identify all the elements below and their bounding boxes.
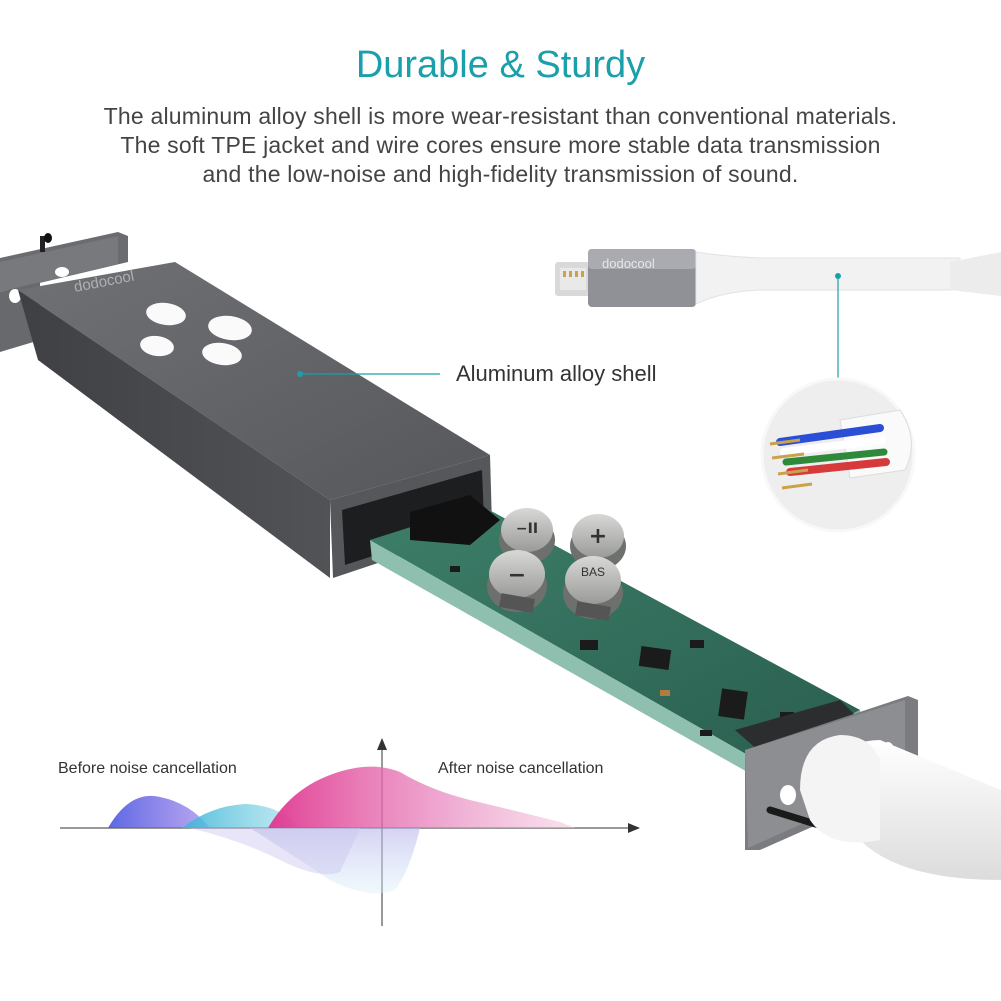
shell-callout-label: Aluminum alloy shell: [456, 361, 657, 386]
wire-callout-dot: [835, 273, 841, 279]
play-pause-icon: −II: [516, 521, 538, 537]
after-noise-label: After noise cancellation: [438, 760, 604, 777]
lightning-cable: [555, 249, 1001, 307]
bass-label: BAS: [581, 565, 605, 579]
description-line-2: The soft TPE jacket and wire cores ensur…: [120, 132, 881, 158]
volume-down-label: −: [508, 563, 526, 588]
pcb-buttons: [487, 508, 626, 621]
wave-low-lobe-2: [190, 828, 360, 875]
volume-up-label: +: [589, 524, 607, 549]
wave-before-blue: [108, 795, 210, 828]
wire-core-magnifier: [760, 377, 916, 533]
page-title: Durable & Sturdy: [355, 44, 646, 86]
noise-x-arrow: [628, 823, 640, 833]
noise-y-arrow: [377, 738, 387, 750]
front-end-plate: [745, 696, 1001, 880]
noise-cancellation-graphic: [60, 738, 640, 926]
description: The aluminum alloy shell is more wear-re…: [0, 102, 1001, 189]
wave-after-pink: [268, 766, 575, 828]
wave-before-cyan: [182, 804, 300, 828]
description-line-1: The aluminum alloy shell is more wear-re…: [103, 103, 898, 129]
cable-logo: dodocool: [602, 256, 655, 271]
description-line-3: and the low-noise and high-fidelity tran…: [202, 161, 799, 187]
before-noise-label: Before noise cancellation: [58, 760, 237, 777]
shell-callout-dot: [297, 371, 303, 377]
wave-low-lobe: [250, 828, 420, 894]
